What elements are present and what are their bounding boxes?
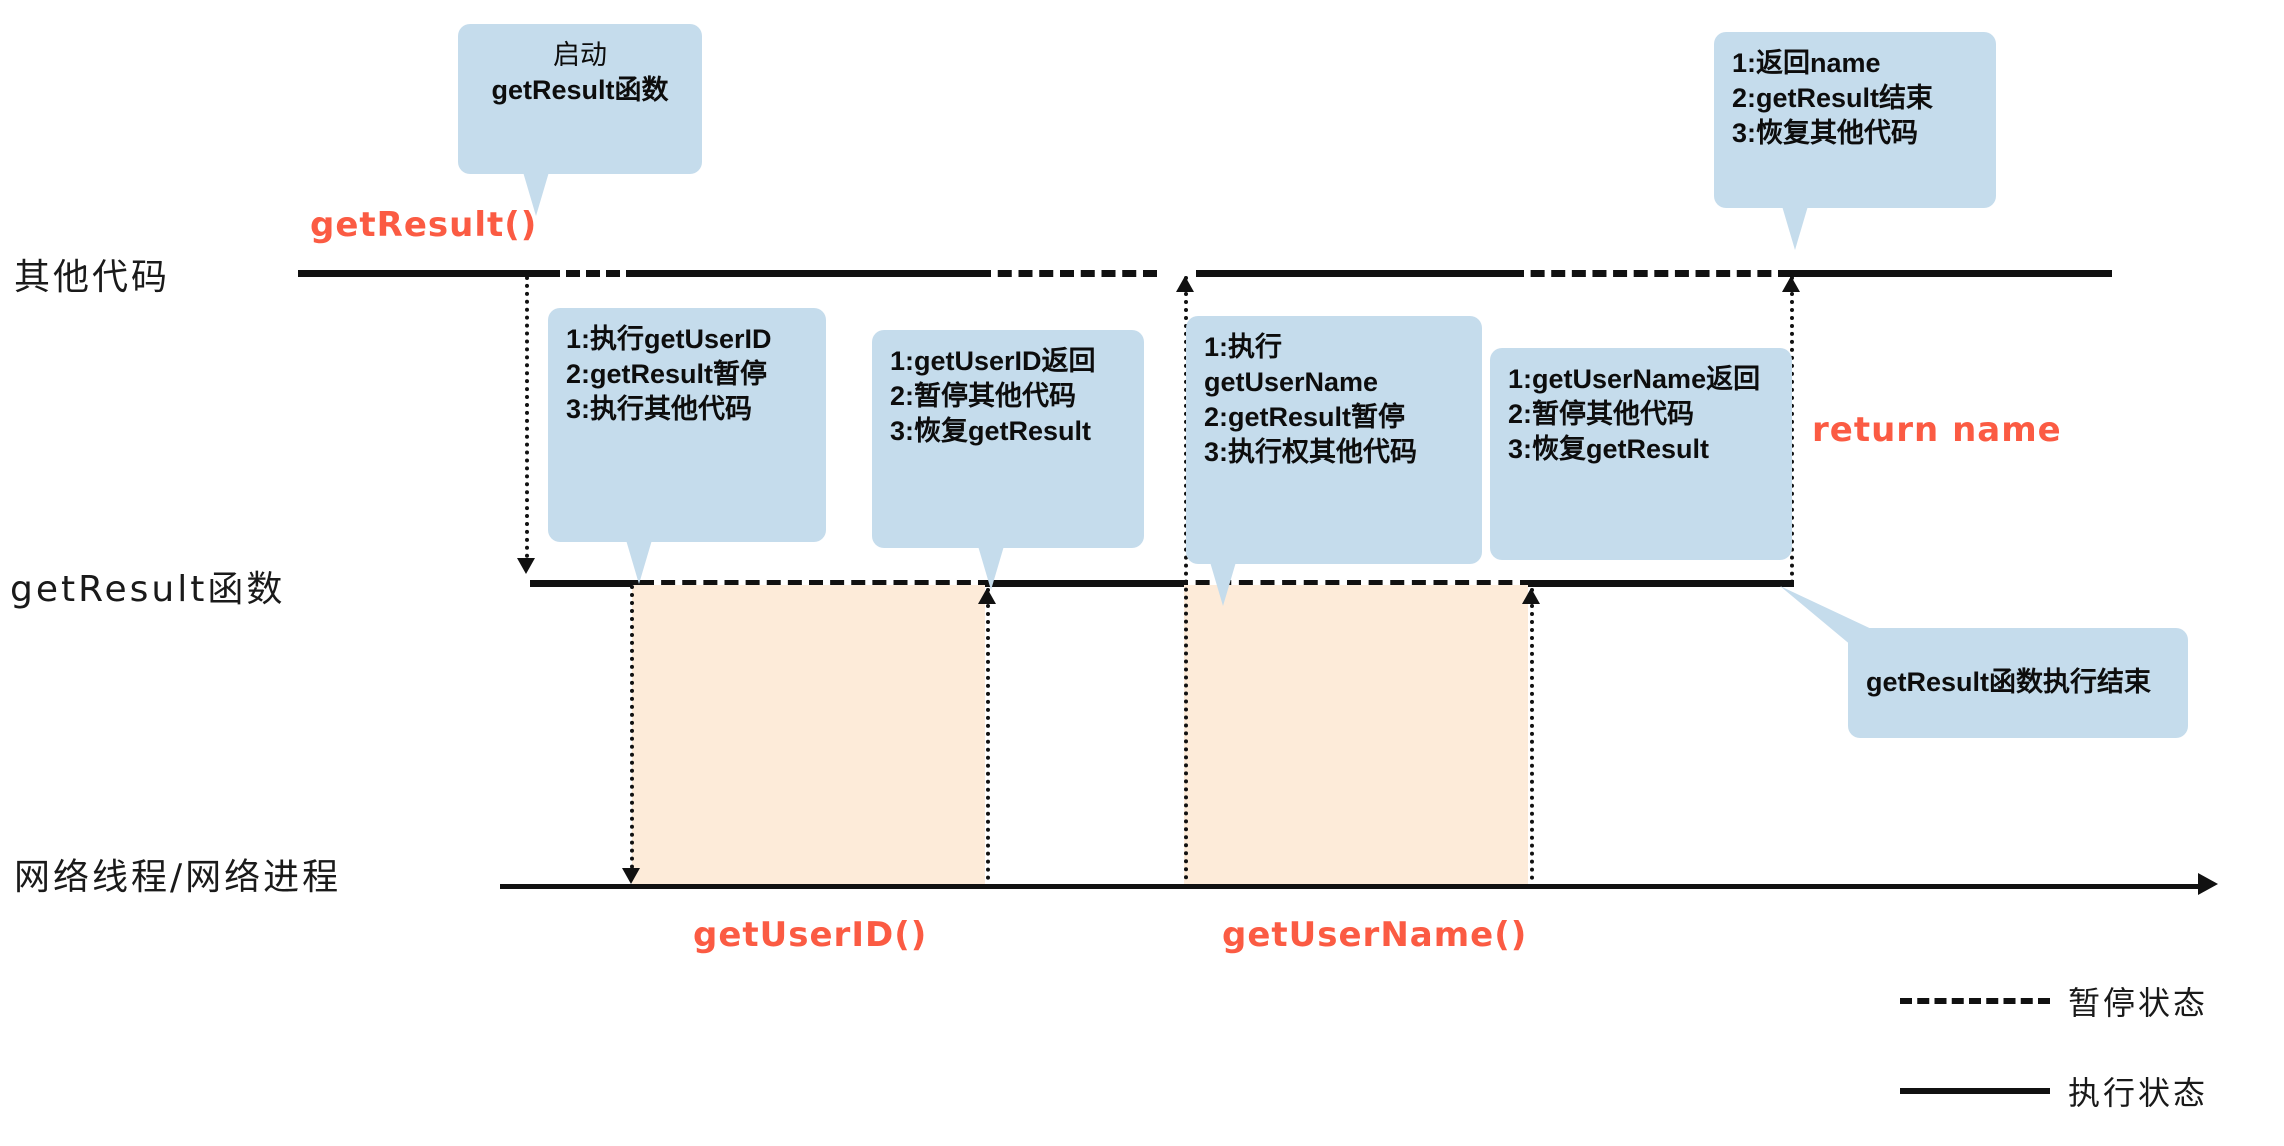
network-axis-arrow-icon: [2198, 873, 2218, 895]
callout-step3-line-2: getUserName: [1204, 367, 1379, 398]
get-result-segment-run-2: [992, 580, 1174, 587]
other-code-segment-paused-2: [977, 270, 1157, 277]
legend-item-running: 执行状态: [1900, 1068, 2208, 1114]
connector-return-get-user-id: [986, 588, 990, 880]
callout-start-tail: [523, 172, 549, 216]
callout-step2-tail: [978, 546, 1004, 590]
callout-finish-bottom-line-1: getResult函数执行结束: [1866, 667, 2152, 698]
connector-pause-other-code: [1184, 276, 1188, 880]
work-block-get-user-name: [1184, 585, 1528, 884]
connector-start-get-user-id: [630, 585, 634, 877]
legend-label-running: 执行状态: [2068, 1074, 2209, 1112]
connector-arrow-down-get-user-id: [622, 868, 640, 884]
callout-finish-top-line-3: 3:恢复其他代码: [1732, 118, 1919, 149]
callout-start-line-2: getResult函数: [491, 75, 669, 106]
network-axis-line: [500, 884, 2200, 889]
red-label-get-user-id: getUserID(): [693, 915, 928, 955]
callout-step4-line-3: 3:恢复getResult: [1508, 434, 1710, 465]
callout-step1-line-2: 2:getResult暂停: [566, 359, 768, 390]
connector-arrow-up-get-user-id: [978, 588, 996, 604]
legend-dashed-line-icon: [1900, 998, 2050, 1004]
callout-finish-top-line-2: 2:getResult结束: [1732, 83, 1934, 114]
get-result-segment-paused-1: [640, 580, 992, 587]
callout-step1-tail: [626, 540, 652, 584]
connector-arrow-up-return-name: [1782, 276, 1800, 292]
other-code-segment-run-4: [1792, 270, 2112, 277]
callout-step3-line-3: 2:getResult暂停: [1204, 402, 1406, 433]
connector-call-get-result: [525, 276, 529, 566]
lane-label-network: 网络线程/网络进程: [14, 857, 342, 898]
connector-arrow-up-pause-other-code: [1176, 276, 1194, 292]
callout-start-line-1: 启动: [553, 40, 607, 70]
work-block-get-user-id: [632, 585, 985, 884]
get-result-segment-paused-2: [1174, 580, 1534, 587]
legend-solid-line-icon: [1900, 1088, 2050, 1094]
red-label-get-result-call: getResult(): [310, 205, 538, 245]
callout-step2: 1:getUserID返回 2:暂停其他代码 3:恢复getResult: [872, 330, 1144, 548]
other-code-segment-run-3: [1196, 270, 1510, 277]
callout-step2-line-3: 3:恢复getResult: [890, 416, 1092, 447]
callout-step4: 1:getUserName返回 2:暂停其他代码 3:恢复getResult: [1490, 348, 1792, 560]
callout-step3-tail: [1210, 562, 1236, 606]
callout-step4-line-1: 1:getUserName返回: [1508, 364, 1761, 394]
callout-step2-line-2: 2:暂停其他代码: [890, 381, 1077, 412]
connector-return-get-user-name: [1530, 588, 1534, 880]
callout-start: 启动 getResult函数: [458, 24, 702, 174]
connector-arrow-up-get-user-name: [1522, 588, 1540, 604]
red-label-return-name: return name: [1812, 410, 2062, 450]
connector-arrow-down-call-get-result: [517, 558, 535, 574]
callout-step3-line-1: 1:执行: [1204, 332, 1283, 362]
callout-step1: 1:执行getUserID 2:getResult暂停 3:执行其他代码: [548, 308, 826, 542]
callout-step2-line-1: 1:getUserID返回: [890, 346, 1096, 376]
other-code-segment-run-1: [298, 270, 546, 277]
other-code-segment-paused-1: [546, 270, 640, 277]
get-result-segment-run-1: [530, 580, 640, 587]
legend-item-paused: 暂停状态: [1900, 978, 2208, 1024]
lane-label-other-code: 其他代码: [14, 257, 171, 298]
legend-label-paused: 暂停状态: [2068, 984, 2209, 1022]
callout-step4-line-2: 2:暂停其他代码: [1508, 399, 1695, 430]
callout-step3-line-4: 3:执行权其他代码: [1204, 437, 1418, 468]
callout-step1-line-3: 3:执行其他代码: [566, 394, 753, 425]
connector-return-name: [1790, 276, 1794, 584]
lane-label-get-result: getResult函数: [10, 569, 286, 610]
callout-finish-top-tail: [1782, 206, 1808, 250]
get-result-segment-run-3: [1534, 580, 1794, 587]
other-code-segment-paused-3: [1510, 270, 1792, 277]
callout-finish-top: 1:返回name 2:getResult结束 3:恢复其他代码: [1714, 32, 1996, 208]
callout-step1-line-1: 1:执行getUserID: [566, 324, 772, 354]
callout-finish-bottom: getResult函数执行结束: [1848, 628, 2188, 738]
callout-finish-top-line-1: 1:返回name: [1732, 48, 1881, 78]
other-code-segment-run-2: [640, 270, 977, 277]
callout-step3: 1:执行 getUserName 2:getResult暂停 3:执行权其他代码: [1186, 316, 1482, 564]
red-label-get-user-name: getUserName(): [1222, 915, 1528, 955]
